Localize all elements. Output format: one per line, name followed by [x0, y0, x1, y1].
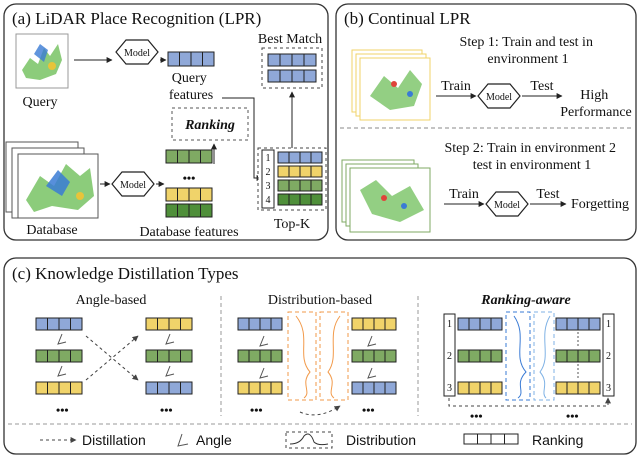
model-label: Model [486, 92, 512, 103]
svg-text:2: 2 [447, 351, 452, 362]
distribution-curve-icon [289, 433, 329, 446]
step1-text: Step 1: Train and test in environment 1 [460, 35, 597, 67]
ellipsis: ••• [470, 409, 483, 423]
svg-text:1: 1 [266, 153, 271, 164]
panel-a: (a) LiDAR Place Recognition (LPR) Query … [3, 3, 329, 241]
step2-text: Step 2: Train in environment 2 test in e… [445, 141, 620, 173]
svg-text:2: 2 [606, 351, 611, 362]
ranking-bar-icon [463, 433, 519, 445]
ranking-bar-icon [261, 149, 275, 209]
model-label: Model [494, 200, 520, 211]
angle-icon [177, 433, 189, 447]
ellipsis: ••• [183, 171, 196, 185]
ranking-bar-icon [602, 313, 615, 397]
ellipsis: ••• [250, 403, 263, 417]
distribution-box [533, 311, 555, 401]
ellipsis: ••• [566, 409, 579, 423]
svg-text:3: 3 [606, 383, 611, 394]
model-label: Model [124, 48, 150, 59]
train-label: Train [449, 187, 479, 202]
distribution-box [285, 431, 333, 449]
hexagon-model-icon: Model [485, 191, 529, 217]
svg-text:3: 3 [266, 181, 271, 192]
svg-text:2: 2 [266, 167, 271, 178]
test-label: Test [530, 79, 553, 94]
distribution-curve-icon [327, 315, 341, 399]
type-distribution-based: Distribution-based [268, 293, 372, 308]
legend: Distillation Angle Distribution Ranking [40, 431, 583, 449]
topk-bars [277, 151, 323, 206]
legend-angle: Angle [196, 432, 232, 448]
panel-c-title: (c) Knowledge Distillation Types [12, 264, 239, 283]
best-match-bars [267, 53, 317, 83]
database-feature-bars [165, 149, 213, 218]
query-point-cloud-icon [15, 33, 69, 89]
distillation-arrow-icon [85, 335, 139, 381]
hexagon-model-icon: Model [477, 83, 521, 109]
svg-text:1: 1 [447, 319, 452, 330]
ellipsis: ••• [56, 403, 69, 417]
distribution-curve-icon [539, 315, 551, 399]
ranking-box [171, 107, 249, 141]
train-label: Train [441, 79, 471, 94]
svg-text:1: 1 [606, 319, 611, 330]
topk-rank-numbers: 1 2 3 4 [266, 153, 271, 206]
type-angle-based: Angle-based [76, 293, 147, 308]
distillation-arrow-icon [85, 335, 139, 381]
topk-label: Top-K [274, 217, 310, 232]
hexagon-model-icon: Model [111, 171, 155, 197]
panel-b-title: (b) Continual LPR [344, 9, 471, 28]
query-features-label: Query features [169, 71, 213, 103]
ranking-left-bars [457, 317, 503, 395]
svg-text:3: 3 [447, 383, 452, 394]
distribution-box [319, 311, 349, 401]
env1-point-cloud-icon [351, 49, 431, 121]
panel-a-title: (a) LiDAR Place Recognition (LPR) [12, 9, 261, 28]
legend-ranking: Ranking [532, 432, 583, 448]
angle-icon [57, 333, 175, 377]
test-label: Test [536, 187, 559, 202]
type-ranking-aware: Ranking-aware [480, 293, 570, 308]
database-features-label: Database features [139, 225, 238, 240]
query-label: Query [23, 95, 58, 110]
legend-distribution: Distribution [346, 432, 416, 448]
result-high-performance: High Performance [560, 88, 632, 120]
panel-b: (b) Continual LPR Step 1: Train and test… [335, 3, 637, 241]
distillation-arrow-icon [299, 405, 341, 416]
distribution-box [287, 311, 317, 401]
env2-point-cloud-icon [341, 159, 431, 233]
angle-based-left-bars [35, 317, 83, 395]
hexagon-model-icon: Model [115, 39, 159, 65]
ellipsis: ••• [160, 403, 173, 417]
database-label: Database [26, 223, 77, 238]
panel-c: (c) Knowledge Distillation Types Angle-b… [3, 257, 637, 455]
angle-based-right-bars [145, 317, 193, 395]
distillation-arrow-icon [448, 397, 611, 407]
model-label: Model [120, 180, 146, 191]
distribution-curve-icon [295, 315, 311, 399]
database-point-cloud-icon [5, 141, 99, 219]
best-match-label: Best Match [258, 32, 322, 47]
ranking-numbers-right: 1 2 3 [606, 319, 611, 394]
distribution-right-bars [351, 317, 397, 395]
ranking-numbers-left: 1 2 3 [447, 319, 452, 394]
legend-distillation: Distillation [82, 432, 146, 448]
ranking-right-bars [555, 317, 601, 395]
angle-icon [259, 335, 377, 379]
query-feature-bar [167, 51, 215, 67]
ranking-bar-icon [443, 313, 456, 397]
distribution-left-bars [237, 317, 283, 395]
distribution-curve-icon [513, 315, 527, 399]
result-forgetting: Forgetting [571, 197, 629, 212]
svg-text:4: 4 [266, 195, 271, 206]
ranking-label: Ranking [184, 118, 235, 133]
ellipsis: ••• [362, 403, 375, 417]
